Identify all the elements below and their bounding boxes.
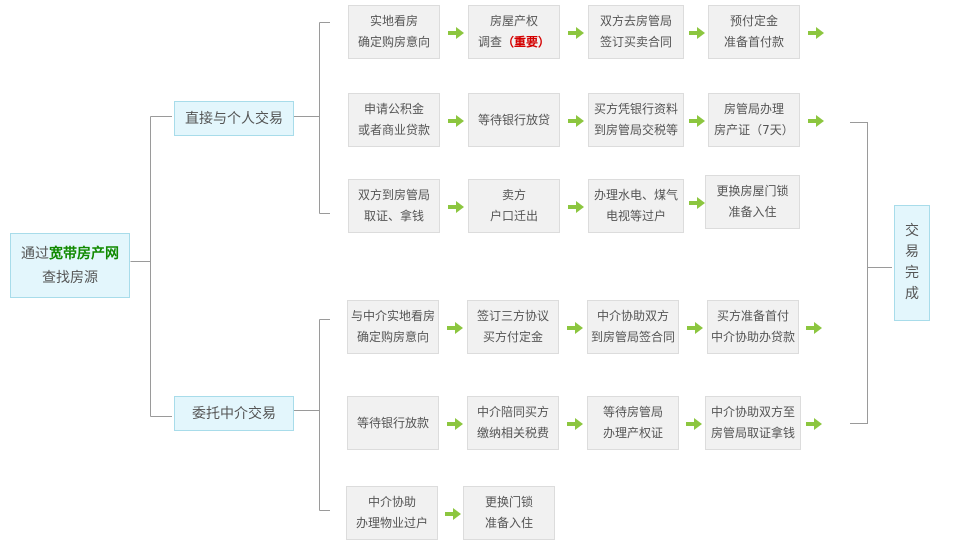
step-text: 准备入住: [484, 516, 533, 530]
step-text-part: 调查: [477, 35, 502, 49]
step-text: 买方付定金: [482, 330, 543, 344]
step-box: 与中介实地看房 确定购房意向: [347, 300, 439, 354]
arrow-right-icon: [567, 418, 583, 430]
step-text: 中介协助双方至: [710, 405, 795, 419]
step-text: 中介陪同买方: [476, 405, 549, 419]
step-text: 取证、拿钱: [363, 209, 424, 223]
step-text: 等待银行放款: [356, 415, 429, 430]
step-text: 调查（重要）: [478, 32, 550, 53]
step-text: 申请公积金: [363, 102, 424, 116]
step-text: 房屋产权: [489, 14, 538, 28]
step-text: 到房管局交税等: [593, 123, 678, 137]
step-text: 房管局取证拿钱: [710, 426, 795, 440]
step-box: 更换门锁 准备入住: [463, 486, 555, 540]
step-box: 中介陪同买方 缴纳相关税费: [467, 396, 559, 450]
step-text: 等待房管局: [602, 405, 663, 419]
branch-agent-box: 委托中介交易: [174, 396, 294, 431]
branch-direct-label: 直接与个人交易: [185, 110, 283, 127]
step-box: 签订三方协议 买方付定金: [467, 300, 559, 354]
arrow-right-icon: [806, 418, 822, 430]
arrow-right-icon: [689, 115, 705, 127]
step-text: 缴纳相关税费: [476, 426, 549, 440]
branch-agent-label: 委托中介交易: [192, 405, 276, 422]
start-box: 通过宽带房产网 查找房源: [10, 233, 130, 298]
step-text: 确定购房意向: [356, 330, 429, 344]
arrow-right-icon: [687, 322, 703, 334]
step-text: 房产证（7天）: [714, 123, 794, 137]
step-text: 签订买卖合同: [599, 35, 672, 49]
end-box: 交易完成: [894, 205, 930, 321]
step-box: 中介协助双方 到房管局签合同: [587, 300, 679, 354]
step-text: 电视等过户: [605, 209, 666, 223]
arrow-right-icon: [448, 115, 464, 127]
end-label: 交易完成: [905, 223, 919, 302]
step-text: 准备入住: [728, 205, 777, 219]
arrow-right-icon: [808, 27, 824, 39]
arrow-right-icon: [567, 322, 583, 334]
arrow-right-icon: [689, 197, 705, 209]
step-box: 房屋产权 调查（重要）: [468, 5, 560, 59]
step-box: 买方准备首付 中介协助办贷款: [707, 300, 799, 354]
step-box: 等待房管局 办理产权证: [587, 396, 679, 450]
step-text: 中介协助办贷款: [710, 330, 795, 344]
step-box: 等待银行放贷: [468, 93, 560, 147]
step-box: 申请公积金 或者商业贷款: [348, 93, 440, 147]
step-text: 办理水电、煤气: [593, 188, 678, 202]
step-text: 更换门锁: [484, 495, 533, 509]
arrow-right-icon: [448, 27, 464, 39]
step-text: 卖方: [501, 188, 526, 202]
step-box: 预付定金 准备首付款: [708, 5, 800, 59]
step-box: 实地看房 确定购房意向: [348, 5, 440, 59]
step-text: 准备首付款: [723, 35, 784, 49]
step-text: 等待银行放贷: [477, 112, 550, 127]
arrow-right-icon: [447, 418, 463, 430]
step-box: 房管局办理 房产证（7天）: [708, 93, 800, 147]
step-text: 买方凭银行资料: [593, 102, 678, 116]
step-box: 等待银行放款: [347, 396, 439, 450]
step-box: 中介协助双方至 房管局取证拿钱: [705, 396, 801, 450]
step-text: 办理物业过户: [355, 516, 428, 530]
step-text: 实地看房: [369, 14, 418, 28]
step-box: 更换房屋门锁 准备入住: [705, 175, 800, 229]
step-text: 买方准备首付: [716, 309, 789, 323]
step-text: 预付定金: [729, 14, 778, 28]
step-box: 买方凭银行资料 到房管局交税等: [588, 93, 684, 147]
step-box: 卖方 户口迁出: [468, 179, 560, 233]
step-text: 或者商业贷款: [357, 123, 430, 137]
step-text: 与中介实地看房: [350, 309, 435, 323]
arrow-right-icon: [447, 322, 463, 334]
step-text: 更换房屋门锁: [716, 184, 789, 198]
step-text: 确定购房意向: [357, 35, 430, 49]
step-text: 房管局办理: [723, 102, 784, 116]
start-line-2: 查找房源: [42, 269, 98, 286]
brand-name: 宽带房产网: [49, 245, 119, 262]
step-box: 双方到房管局 取证、拿钱: [348, 179, 440, 233]
step-box: 办理水电、煤气 电视等过户: [588, 179, 684, 233]
important-label: （重要）: [502, 35, 551, 49]
start-prefix: 通过: [21, 245, 49, 262]
step-text: 办理产权证: [602, 426, 663, 440]
step-text: 签订三方协议: [476, 309, 549, 323]
arrow-right-icon: [448, 201, 464, 213]
arrow-right-icon: [445, 508, 461, 520]
arrow-right-icon: [686, 418, 702, 430]
arrow-right-icon: [806, 322, 822, 334]
step-text: 中介协助双方: [596, 309, 669, 323]
step-text: 户口迁出: [489, 209, 538, 223]
arrow-right-icon: [568, 201, 584, 213]
step-box: 双方去房管局 签订买卖合同: [588, 5, 684, 59]
step-text: 中介协助: [367, 495, 416, 509]
step-text: 到房管局签合同: [590, 330, 675, 344]
step-text: 双方去房管局: [599, 14, 672, 28]
arrow-right-icon: [568, 27, 584, 39]
start-line-1: 通过宽带房产网: [21, 242, 119, 266]
step-text: 双方到房管局: [357, 188, 430, 202]
arrow-right-icon: [689, 27, 705, 39]
branch-direct-box: 直接与个人交易: [174, 101, 294, 136]
step-box: 中介协助 办理物业过户: [346, 486, 438, 540]
arrow-right-icon: [568, 115, 584, 127]
arrow-right-icon: [808, 115, 824, 127]
